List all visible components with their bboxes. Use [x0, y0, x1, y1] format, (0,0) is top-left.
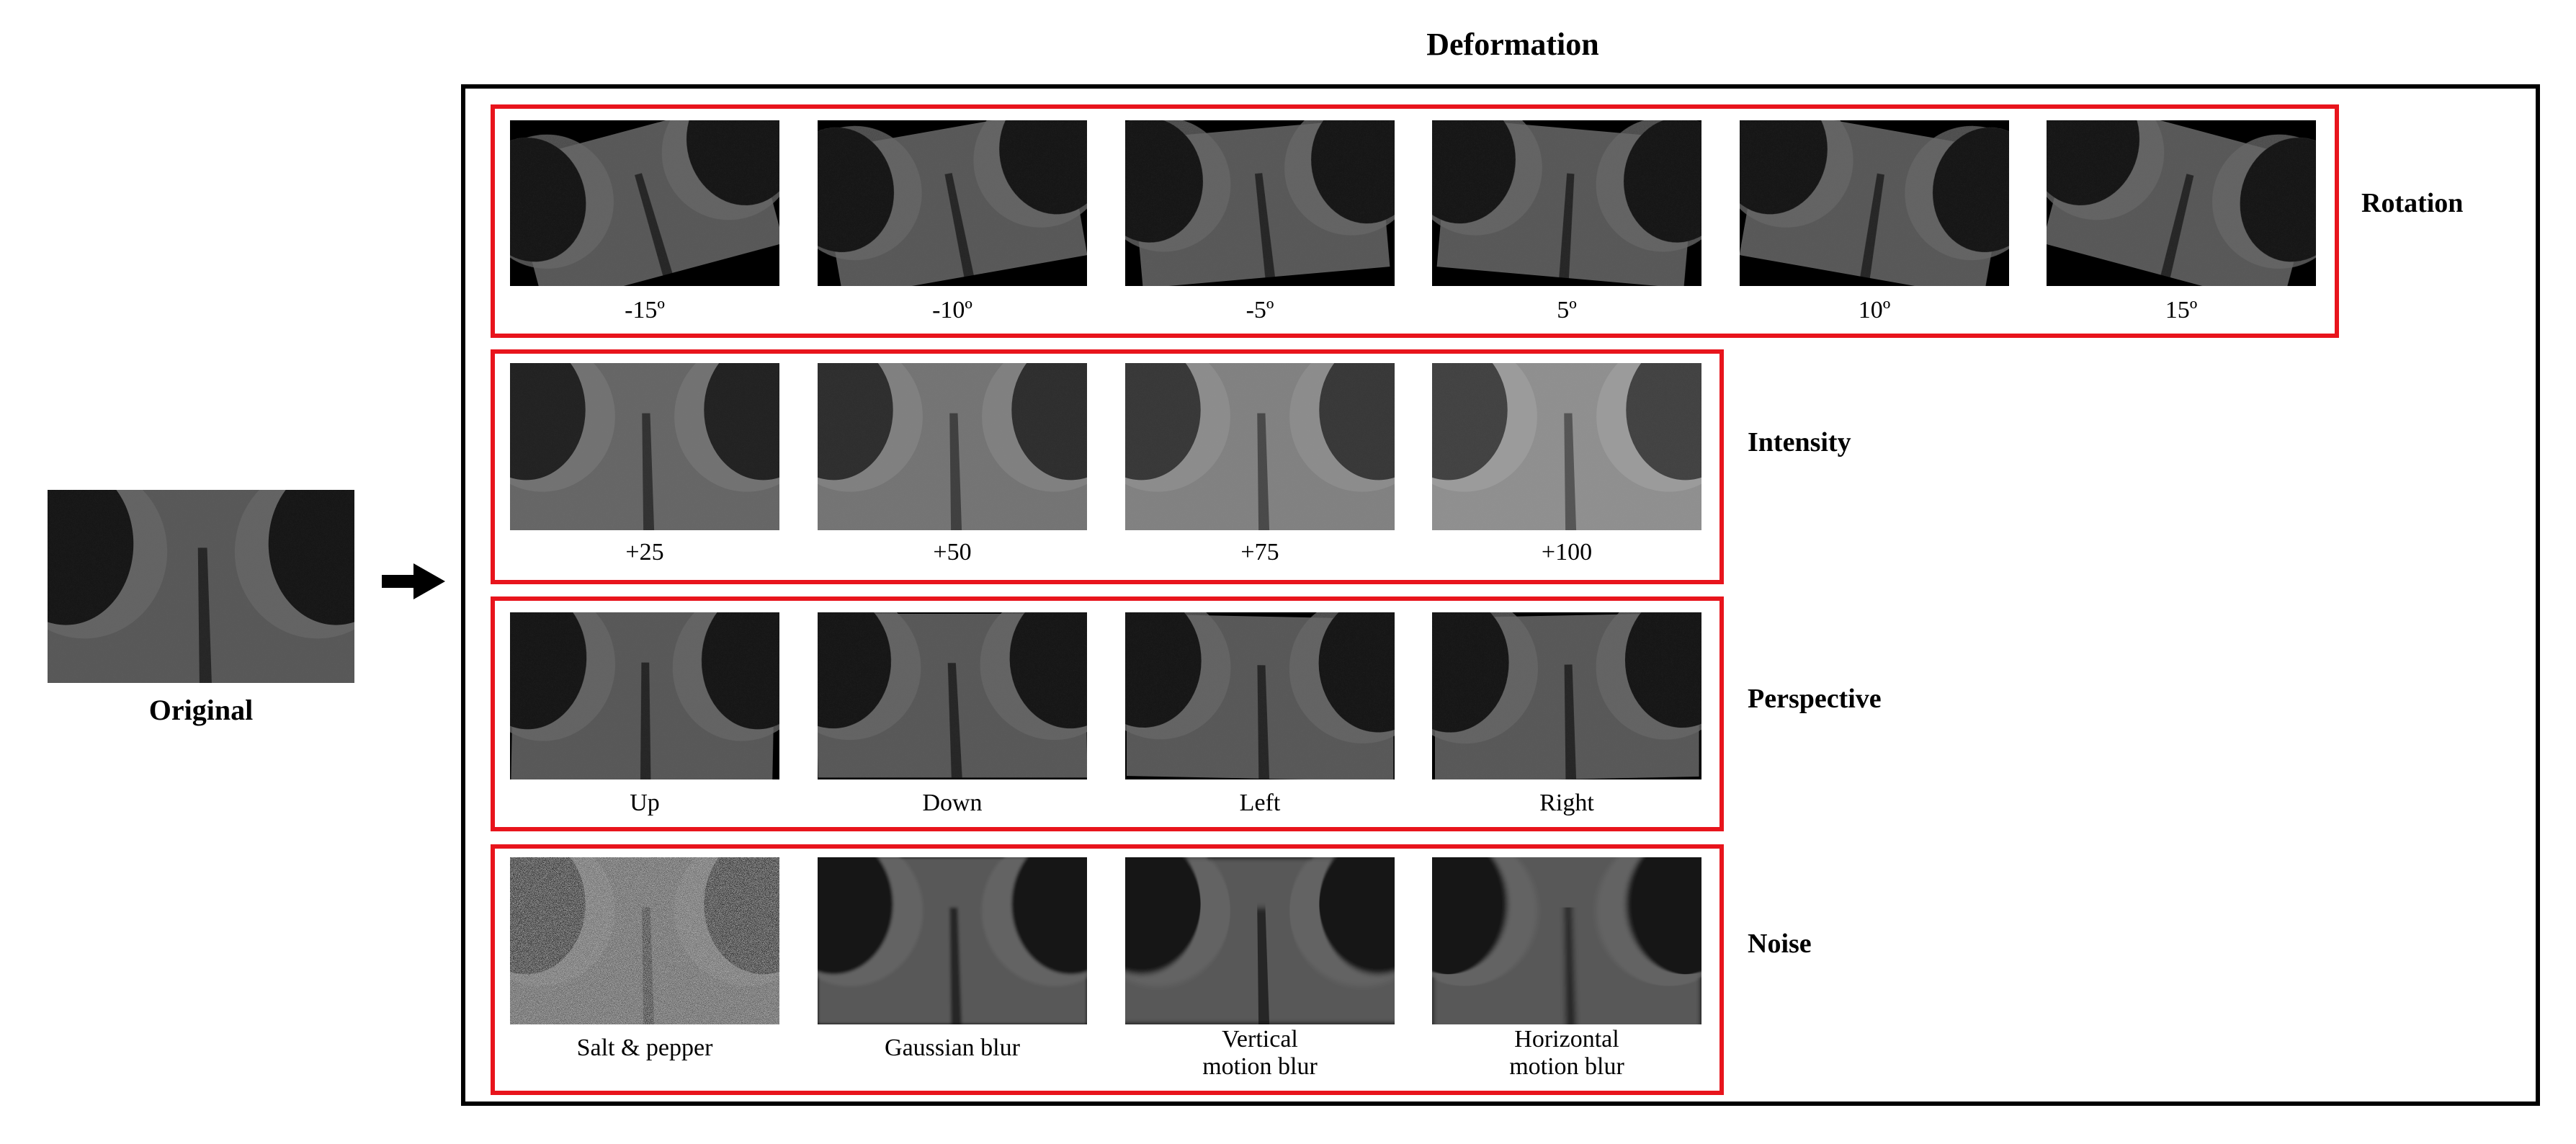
rotation-label: Rotation: [2361, 188, 2464, 218]
noise-caption: Vertical motion blur: [1202, 1026, 1318, 1080]
rotation-thumb: [1740, 120, 2009, 286]
deformation-frame: [461, 84, 2540, 1106]
perspective-label: Perspective: [1748, 684, 1882, 714]
perspective-caption: Up: [630, 790, 660, 816]
rotation-caption: 10º: [1858, 297, 1891, 323]
intensity-label: Intensity: [1748, 427, 1851, 457]
rotation-thumb: [2047, 120, 2316, 286]
rotation-thumb: [818, 120, 1087, 286]
perspective-caption: Down: [922, 790, 983, 816]
intensity-caption: +50: [933, 539, 972, 566]
perspective-group: [491, 596, 1724, 831]
original-image: [48, 490, 354, 683]
intensity-thumb: [1125, 363, 1395, 530]
perspective-thumb: [818, 612, 1087, 779]
rotation-caption: -5º: [1245, 297, 1274, 323]
intensity-group: [491, 349, 1724, 584]
rotation-caption: -15º: [625, 297, 665, 323]
perspective-thumb: [1432, 612, 1701, 779]
noise-group: [491, 844, 1724, 1095]
perspective-caption: Right: [1539, 790, 1594, 816]
rotation-caption: 15º: [2165, 297, 2198, 323]
rotation-caption: 5º: [1557, 297, 1577, 323]
noise-caption: Salt & pepper: [576, 1034, 713, 1061]
intensity-thumb: [510, 363, 779, 530]
intensity-thumb: [1432, 363, 1701, 530]
noise-thumb: [510, 857, 779, 1024]
noise-thumb: [1125, 857, 1395, 1024]
rotation-thumb: [1432, 120, 1701, 286]
rotation-group: [491, 104, 2339, 338]
figure-title: Deformation: [1426, 27, 1599, 62]
rotation-caption: -10º: [932, 297, 972, 323]
intensity-caption: +25: [625, 539, 664, 566]
rotation-thumb: [510, 120, 779, 286]
arrow-right-icon: [382, 563, 445, 599]
intensity-caption: +100: [1541, 539, 1593, 566]
rotation-thumb: [1125, 120, 1395, 286]
perspective-thumb: [510, 612, 779, 779]
noise-thumb: [1432, 857, 1701, 1024]
intensity-caption: +75: [1240, 539, 1279, 566]
noise-label: Noise: [1748, 929, 1812, 959]
perspective-caption: Left: [1239, 790, 1281, 816]
noise-thumb: [818, 857, 1087, 1024]
intensity-thumb: [818, 363, 1087, 530]
original-label: Original: [148, 694, 254, 726]
perspective-thumb: [1125, 612, 1395, 779]
noise-caption: Horizontal motion blur: [1509, 1026, 1624, 1080]
noise-caption: Gaussian blur: [885, 1034, 1020, 1061]
